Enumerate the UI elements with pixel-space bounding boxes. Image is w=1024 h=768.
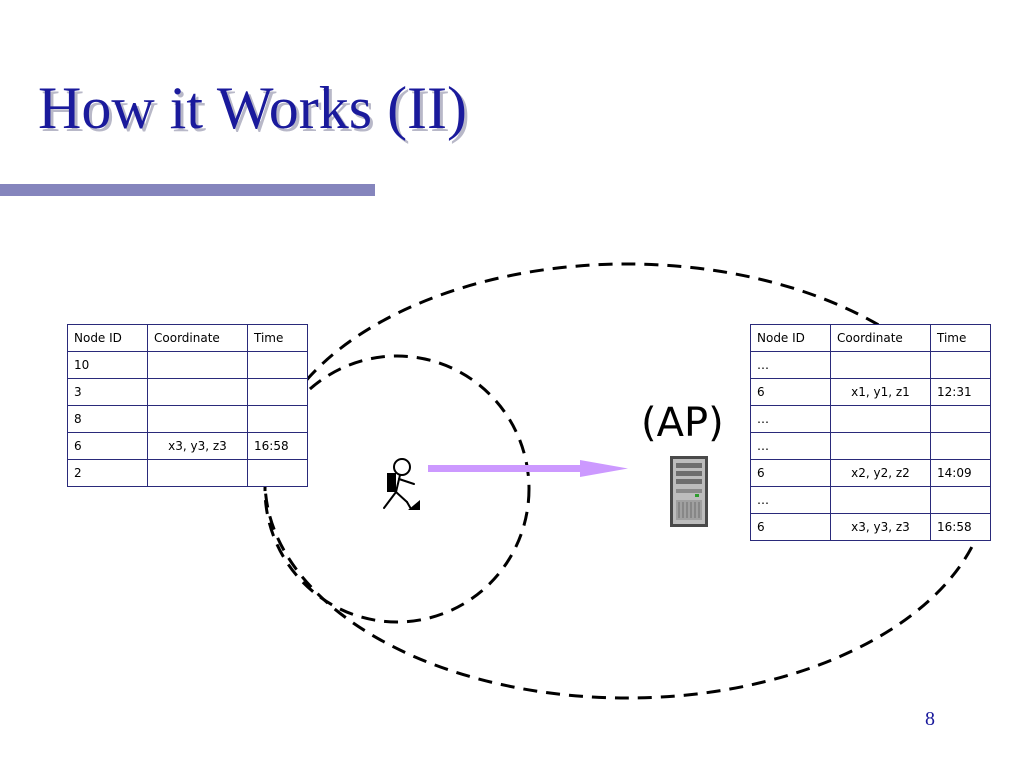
access-point-table: Node ID Coordinate Time … 6 x1, y1, z1 1… bbox=[750, 324, 991, 541]
coordinate-cell: x2, y2, z2 bbox=[830, 459, 931, 487]
table-row: … bbox=[750, 432, 991, 460]
node-id-cell: 2 bbox=[67, 459, 148, 487]
coordinate-cell: x3, y3, z3 bbox=[830, 513, 931, 541]
coordinate-cell bbox=[147, 459, 248, 487]
time-cell bbox=[930, 405, 991, 433]
time-cell bbox=[247, 378, 308, 406]
table-header-row: Node ID Coordinate Time bbox=[67, 324, 308, 352]
table-row: 8 bbox=[67, 405, 308, 433]
time-cell bbox=[930, 486, 991, 514]
time-cell: 16:58 bbox=[930, 513, 991, 541]
coordinate-cell bbox=[830, 405, 931, 433]
table-row: … bbox=[750, 486, 991, 514]
table-row: 6 x3, y3, z3 16:58 bbox=[67, 432, 308, 460]
table-row: 2 bbox=[67, 459, 308, 487]
column-header: Time bbox=[247, 324, 308, 352]
table-row: … bbox=[750, 405, 991, 433]
arrow-right-icon bbox=[428, 460, 628, 477]
time-cell bbox=[247, 459, 308, 487]
table-row: 3 bbox=[67, 378, 308, 406]
coordinate-cell bbox=[147, 351, 248, 379]
page-number: 8 bbox=[925, 708, 935, 730]
coordinate-cell bbox=[830, 486, 931, 514]
table-row: 6 x3, y3, z3 16:58 bbox=[750, 513, 991, 541]
node-id-cell: 6 bbox=[750, 378, 831, 406]
small-range-circle bbox=[263, 354, 531, 624]
time-cell bbox=[930, 432, 991, 460]
node-id-cell: … bbox=[750, 432, 831, 460]
node-id-cell: … bbox=[750, 486, 831, 514]
node-id-cell: 6 bbox=[750, 459, 831, 487]
column-header: Node ID bbox=[67, 324, 148, 352]
node-id-cell: 3 bbox=[67, 378, 148, 406]
time-cell bbox=[930, 351, 991, 379]
node-id-cell: 10 bbox=[67, 351, 148, 379]
table-row: 6 x1, y1, z1 12:31 bbox=[750, 378, 991, 406]
time-cell: 12:31 bbox=[930, 378, 991, 406]
time-cell bbox=[247, 405, 308, 433]
time-cell bbox=[247, 351, 308, 379]
coordinate-cell: x3, y3, z3 bbox=[147, 432, 248, 460]
column-header: Coordinate bbox=[830, 324, 931, 352]
time-cell: 16:58 bbox=[247, 432, 308, 460]
table-row: 6 x2, y2, z2 14:09 bbox=[750, 459, 991, 487]
title-underline bbox=[0, 184, 375, 196]
node-id-cell: … bbox=[750, 351, 831, 379]
column-header: Node ID bbox=[750, 324, 831, 352]
coordinate-cell bbox=[830, 351, 931, 379]
coordinate-cell bbox=[147, 378, 248, 406]
table-row: … bbox=[750, 351, 991, 379]
column-header: Coordinate bbox=[147, 324, 248, 352]
node-id-cell: … bbox=[750, 405, 831, 433]
table-header-row: Node ID Coordinate Time bbox=[750, 324, 991, 352]
coordinate-cell bbox=[147, 405, 248, 433]
column-header: Time bbox=[930, 324, 991, 352]
node-id-cell: 8 bbox=[67, 405, 148, 433]
time-cell: 14:09 bbox=[930, 459, 991, 487]
mobile-node-table: Node ID Coordinate Time 10 3 8 6 x3, y3,… bbox=[67, 324, 308, 487]
walking-person-icon bbox=[383, 458, 420, 510]
slide-title: How it Works (II) bbox=[38, 75, 467, 141]
table-row: 10 bbox=[67, 351, 308, 379]
node-id-cell: 6 bbox=[750, 513, 831, 541]
coordinate-cell bbox=[830, 432, 931, 460]
coordinate-cell: x1, y1, z1 bbox=[830, 378, 931, 406]
access-point-label: (AP) bbox=[641, 400, 724, 446]
server-tower-icon bbox=[670, 456, 708, 527]
node-id-cell: 6 bbox=[67, 432, 148, 460]
